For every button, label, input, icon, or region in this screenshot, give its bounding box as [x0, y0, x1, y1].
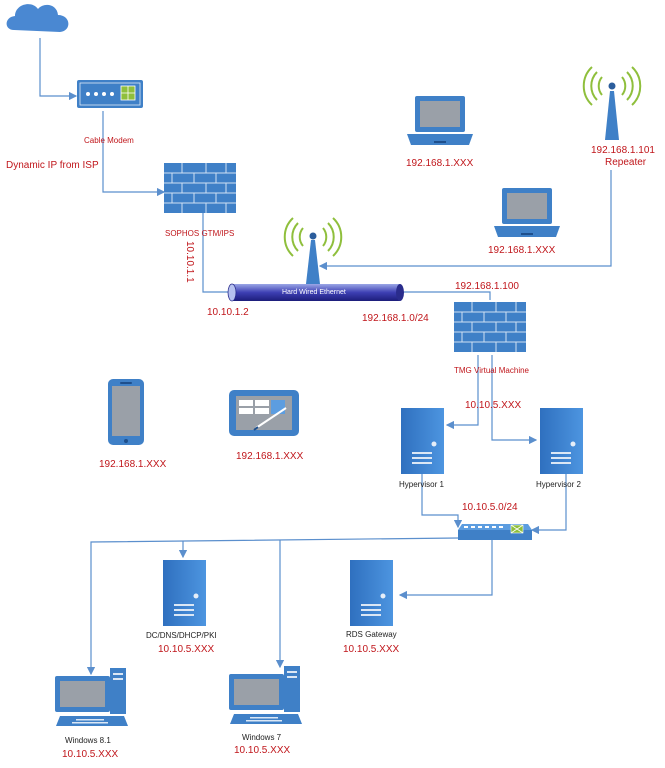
server-icon — [401, 408, 444, 474]
modem-firewall-link — [102, 111, 166, 197]
firewall-ethernet-link — [202, 210, 232, 293]
cloud-icon — [6, 4, 69, 32]
ethernet-label: Hard Wired Ethernet — [282, 289, 346, 296]
ethernet-tmg-link — [400, 291, 491, 300]
wireless-access-point-icon — [283, 217, 343, 284]
sophos-ip-label: 10.10.1.1 — [184, 241, 195, 283]
win81-label: Windows 8.1 — [65, 736, 111, 745]
rds-label: RDS Gateway — [346, 630, 397, 639]
server-icon — [540, 408, 583, 474]
sophos-label: SOPHOS GTM/IPS — [165, 229, 235, 238]
firewall-icon — [164, 163, 236, 213]
dc-ip-label: 10.10.5.XXX — [158, 644, 215, 655]
tmg-label: TMG Virtual Machine — [454, 366, 529, 375]
subnet-10-label: 10.10.5.0/24 — [462, 502, 518, 513]
switch-rds-link — [398, 540, 493, 600]
network-switch-icon — [458, 524, 532, 540]
laptop2-ip-label: 192.168.1.XXX — [488, 245, 556, 256]
tablet-icon — [229, 390, 299, 436]
switch-distribution-bus — [86, 537, 459, 676]
connections — [39, 38, 612, 676]
workstation-icon — [229, 666, 302, 724]
firewall-icon — [454, 302, 526, 352]
cable-modem-icon — [77, 80, 143, 108]
ethernet-backbone-icon — [227, 283, 404, 302]
laptop-icon — [494, 188, 560, 237]
wireless-repeater-icon — [582, 66, 642, 140]
laptop1-ip-label: 192.168.1.XXX — [406, 158, 474, 169]
repeater-ip-label: 192.168.1.101 — [591, 145, 655, 156]
repeater-label: Repeater — [605, 157, 647, 168]
hyp1-switch-link — [421, 474, 463, 529]
win7-label: Windows 7 — [242, 733, 282, 742]
phone-ip-label: 192.168.1.XXX — [99, 459, 167, 470]
tmg-hyp2-link — [491, 355, 538, 445]
ethernet-left-ip-label: 10.10.1.2 — [207, 307, 249, 318]
dc-label: DC/DNS/DHCP/PKI — [146, 631, 217, 640]
smartphone-icon — [108, 379, 144, 445]
tablet-ip-label: 192.168.1.XXX — [236, 451, 304, 462]
hyp2-switch-link — [530, 474, 567, 535]
dynamic-ip-label: Dynamic IP from ISP — [6, 160, 99, 171]
hypervisor1-label: Hypervisor 1 — [399, 480, 444, 489]
hypervisor2-label: Hypervisor 2 — [536, 480, 581, 489]
subnet-192-label: 192.168.1.0/24 — [362, 313, 429, 324]
tmg-outer-ip-label: 192.168.1.100 — [455, 281, 519, 292]
cloud-modem-link — [39, 38, 78, 101]
rds-ip-label: 10.10.5.XXX — [343, 644, 400, 655]
repeater-ap-link — [318, 170, 612, 271]
tmg-inner-ip-label: 10.10.5.XXX — [465, 400, 522, 411]
win7-ip-label: 10.10.5.XXX — [234, 745, 291, 756]
laptop-icon — [407, 96, 473, 145]
win81-ip-label: 10.10.5.XXX — [62, 749, 119, 760]
server-icon — [163, 560, 206, 626]
server-icon — [350, 560, 393, 626]
workstation-icon — [55, 668, 128, 726]
cable-modem-label: Cable Modem — [84, 136, 134, 145]
tmg-hyp1-link — [445, 355, 479, 430]
